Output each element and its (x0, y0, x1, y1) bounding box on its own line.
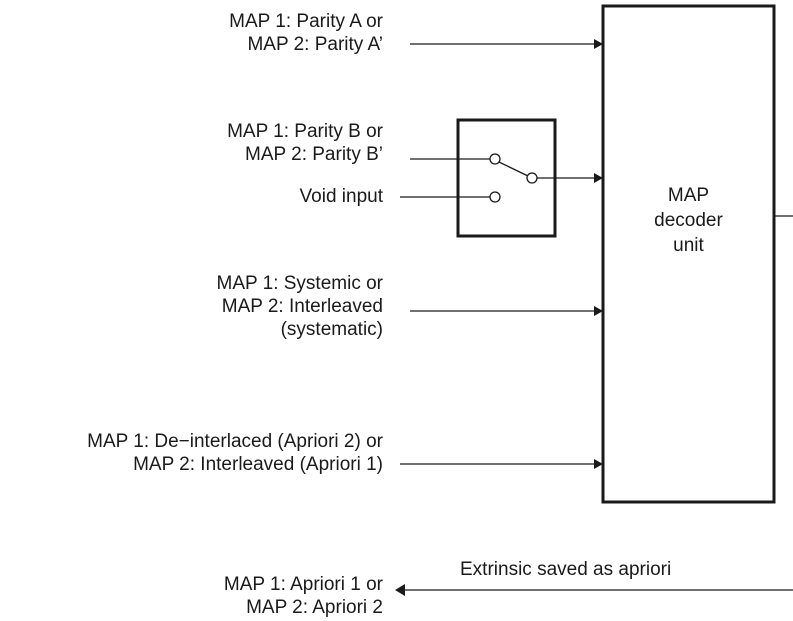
extrinsic-arrow (395, 584, 405, 596)
systematic-label: MAP 1: Systemic or MAP 2: Interleaved (s… (217, 272, 383, 341)
decoder-label-line-3: unit (673, 235, 704, 256)
systematic-label-line-2: MAP 2: Interleaved (221, 296, 383, 317)
parity-b-label-line-1: MAP 1: Parity B or (227, 121, 383, 142)
parity-a-arrow (594, 39, 603, 49)
switch-output-arrow (594, 173, 603, 183)
systematic-label-line-1: MAP 1: Systemic or (216, 273, 383, 294)
switch-pivot (526, 172, 538, 184)
apriori-out-label-line-2: MAP 2: Apriori 2 (246, 597, 383, 618)
apriori-out-label-line-1: MAP 1: Apriori 1 or (223, 574, 383, 595)
decoder-label: MAP decoder unit (603, 183, 774, 258)
parity-a-label-line-1: MAP 1: Parity A or (229, 11, 383, 32)
apriori-in-label-line-1: MAP 1: De−interlaced (Apriori 2) or (87, 431, 383, 452)
parity-a-label: MAP 1: Parity A or MAP 2: Parity A’ (229, 10, 383, 56)
parity-b-label-line-2: MAP 2: Parity B’ (245, 144, 383, 165)
parity-a-label-line-2: MAP 2: Parity A’ (247, 34, 383, 55)
decoder-label-line-1: MAP (667, 185, 710, 206)
apriori-in-label: MAP 1: De−interlaced (Apriori 2) or MAP … (87, 430, 383, 476)
extrinsic-label: Extrinsic saved as apriori (460, 559, 672, 580)
switch-contact-void (489, 191, 501, 203)
apriori-in-arrow (594, 459, 603, 469)
parity-b-label: MAP 1: Parity B or MAP 2: Parity B’ (227, 120, 383, 166)
switch-lever (498, 161, 529, 177)
void-input-label: Void input (299, 186, 383, 207)
decoder-label-line-2: decoder (654, 210, 723, 231)
systematic-label-line-3: (systematic) (280, 319, 383, 340)
systematic-arrow (594, 306, 603, 316)
apriori-in-label-line-2: MAP 2: Interleaved (Apriori 1) (133, 454, 383, 475)
decoder-box (601, 4, 776, 504)
apriori-out-label: MAP 1: Apriori 1 or MAP 2: Apriori 2 (224, 573, 383, 619)
switch-contact-parity-b (489, 153, 501, 165)
